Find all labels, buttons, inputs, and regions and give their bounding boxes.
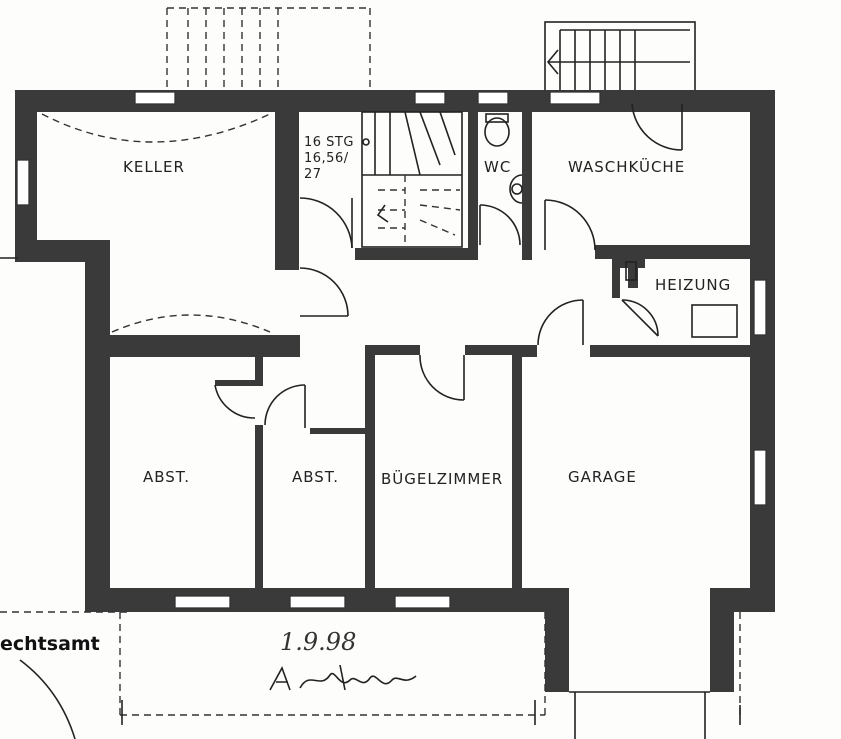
stamp-text: echtsamt [0, 633, 100, 655]
inner-staircase [361, 111, 463, 248]
stair-depth-label: 27 [304, 167, 322, 182]
terrace-outline [0, 257, 741, 739]
room-label-keller: KELLER [123, 158, 185, 176]
stair-dimension-label: 16,56/ [304, 151, 349, 166]
wc-fixtures [484, 113, 523, 204]
handwritten-date: 1.9.98 [280, 628, 356, 656]
room-label-wc: WC [484, 158, 511, 176]
room-label-buegelzimmer: BÜGELZIMMER [381, 469, 503, 488]
boiler-unit [691, 304, 738, 338]
chimney [625, 261, 637, 281]
windows [16, 91, 767, 609]
stair-count-label: 16 STG [304, 135, 354, 150]
keller-doors [41, 113, 271, 333]
room-label-waschkueche: WASCHKÜCHE [568, 157, 685, 176]
room-label-abst-left: ABST. [143, 468, 190, 486]
door-swings [214, 103, 683, 428]
room-label-garage: GARAGE [568, 468, 637, 486]
handwritten-signature [269, 664, 417, 691]
room-label-heizung: HEIZUNG [655, 276, 731, 294]
entrance-stairs-right [544, 21, 696, 93]
room-label-abst-right: ABST. [292, 468, 339, 486]
entrance-stairs-left [166, 7, 371, 92]
outer-walls [15, 90, 775, 692]
inner-walls [85, 90, 755, 595]
